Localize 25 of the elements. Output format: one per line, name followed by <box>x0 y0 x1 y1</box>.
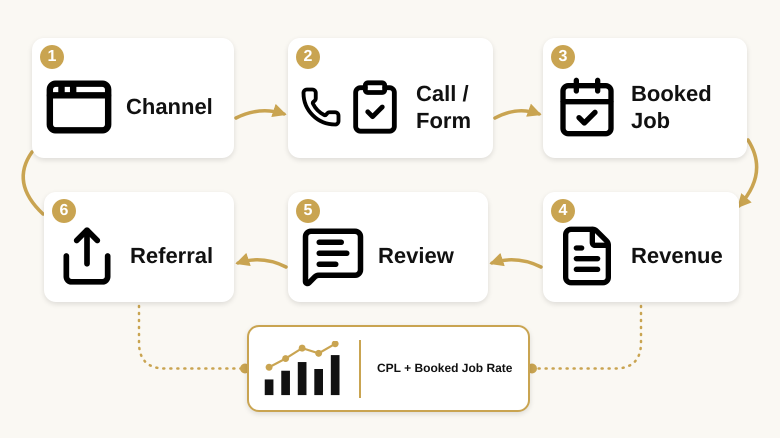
step-number-badge: 2 <box>296 45 320 69</box>
step-number-badge: 6 <box>52 199 76 223</box>
step-card <box>288 38 493 158</box>
arrow <box>489 253 543 269</box>
step-label: Revenue <box>631 242 723 270</box>
step-label: Call / Form <box>416 80 472 134</box>
step-number-badge: 4 <box>551 199 575 223</box>
step-card <box>543 38 747 158</box>
step-number-badge: 3 <box>551 45 575 69</box>
arrow <box>234 104 287 120</box>
step-number-badge: 1 <box>40 45 64 69</box>
step-label: Referral <box>130 242 214 270</box>
step-number-badge: 5 <box>296 199 320 223</box>
metric-label: CPL + Booked Job Rate <box>377 361 512 376</box>
step-card <box>288 192 488 302</box>
arrow <box>737 138 758 208</box>
arrow <box>493 104 542 120</box>
step-card <box>44 192 234 302</box>
arrow <box>235 253 288 269</box>
step-card <box>32 38 234 158</box>
metric-card <box>247 325 530 412</box>
step-label: Channel <box>126 93 213 121</box>
step-label: Booked Job <box>631 80 713 134</box>
step-label: Review <box>378 242 454 270</box>
step-card <box>543 192 739 302</box>
